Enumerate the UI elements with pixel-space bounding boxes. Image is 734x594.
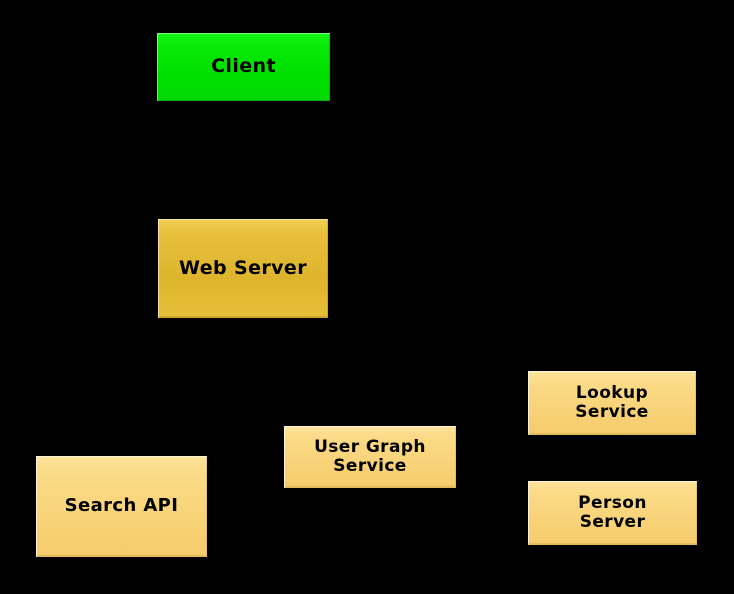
node-label-client: Client	[211, 55, 276, 78]
node-label-person-server: Person Server	[578, 492, 647, 532]
node-person-server[interactable]: Person Server	[528, 481, 697, 545]
node-web-server[interactable]: Web Server	[158, 219, 328, 318]
node-lookup-service[interactable]: Lookup Service	[528, 371, 696, 435]
node-label-search-api: Search API	[64, 495, 179, 517]
node-label-user-graph-service: User Graph Service	[314, 436, 426, 476]
node-client[interactable]: Client	[157, 33, 330, 101]
node-user-graph-service[interactable]: User Graph Service	[284, 426, 456, 488]
node-label-lookup-service: Lookup Service	[575, 382, 649, 422]
node-search-api[interactable]: Search API	[36, 456, 207, 557]
node-label-web-server: Web Server	[179, 256, 307, 279]
